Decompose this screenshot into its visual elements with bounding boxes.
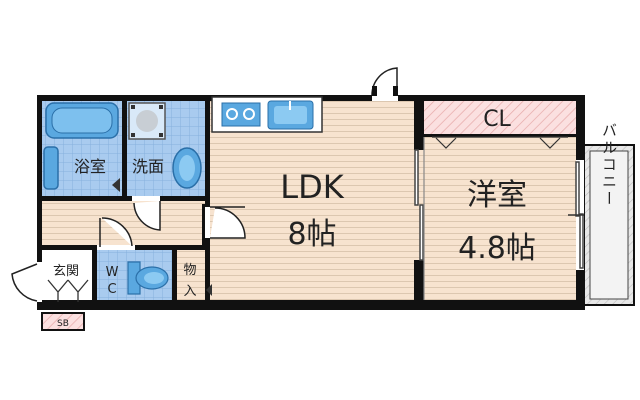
storage [177,250,205,300]
shoe-box-label: SB [57,319,69,329]
hall-floor [42,201,202,245]
ldk-name-label: LDK [280,168,344,206]
bathtub-icon [45,102,119,139]
sliding-door-icon[interactable] [414,149,424,261]
balcony-label: バルコニー [600,123,618,208]
door-swing-icon[interactable] [11,263,38,302]
balcony [583,144,635,306]
kitchen-counter [211,96,323,133]
washing-machine-pan-icon [128,102,166,140]
door-swing-icon[interactable] [133,201,161,231]
closet-label: CL [483,107,511,132]
ldk-size-label: 8帖 [287,217,336,252]
sink-icon [172,147,202,189]
bath-label: 浴室 [74,157,106,176]
toilet-label-c: C [107,282,116,297]
step-marker [206,284,212,296]
entrance-mat [47,279,89,302]
washroom-label: 洗面 [132,157,164,176]
entrance [42,250,92,300]
sliding-door-icon[interactable] [568,161,584,269]
door-swing-icon[interactable] [210,206,246,239]
closet-doors[interactable] [423,136,568,300]
door-swing-icon[interactable] [371,67,398,96]
western-room-name-label: 洋室 [467,178,527,213]
shoe-box [41,312,85,331]
entrance-label: 玄関 [53,264,79,279]
western-room-size-label: 4.8帖 [458,231,536,266]
ldk-floor [210,101,414,300]
step-marker [112,178,120,192]
shower-icon [43,146,59,190]
closet [424,101,576,134]
storage-label-bottom: 入 [183,284,196,299]
toilet-icon [127,261,169,295]
door-swing-icon[interactable] [99,217,133,247]
storage-label-top: 物 [183,263,196,278]
toilet-label-w: W [106,265,119,280]
